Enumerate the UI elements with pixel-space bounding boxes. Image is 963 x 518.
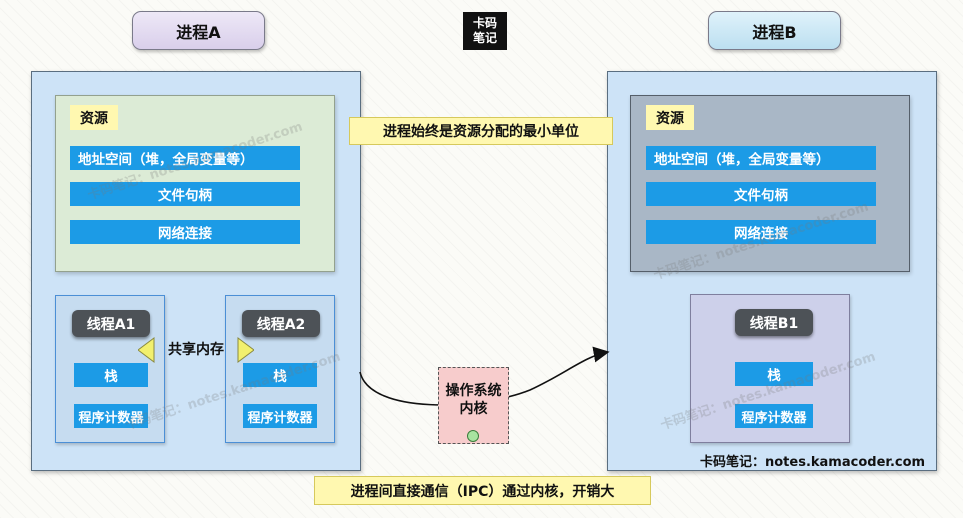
thread-a2-program-counter: 程序计数器 <box>243 404 317 428</box>
logo-line-2: 笔记 <box>472 31 497 45</box>
center-note: 进程始终是资源分配的最小单位 <box>349 117 613 145</box>
kernel-circle-icon <box>467 430 479 442</box>
kamacoder-logo: 卡码 笔记 <box>463 12 507 50</box>
shared-memory-arrow <box>138 337 254 363</box>
process-a-title: 进程A <box>132 11 265 50</box>
process-b-title: 进程B <box>708 11 841 50</box>
process-a-address-space: 地址空间（堆，全局变量等） <box>70 146 300 170</box>
shared-memory-label: 共享内存 <box>168 342 224 358</box>
thread-a2-title: 线程A2 <box>242 310 320 337</box>
process-b-file-handles: 文件句柄 <box>646 182 876 206</box>
bottom-note: 进程间直接通信（IPC）通过内核，开销大 <box>314 476 651 505</box>
logo-line-1: 卡码 <box>472 16 497 30</box>
thread-a1-title: 线程A1 <box>72 310 150 337</box>
os-kernel-label-line-1: 操作系统 <box>445 383 502 399</box>
process-a-resources-label: 资源 <box>70 105 118 130</box>
process-a-file-handles: 文件句柄 <box>70 182 300 206</box>
process-b-network-connections: 网络连接 <box>646 220 876 244</box>
process-a-network-connections: 网络连接 <box>70 220 300 244</box>
thread-a2-stack: 栈 <box>243 363 317 387</box>
thread-b1-stack: 栈 <box>735 362 813 386</box>
process-b-resources-label: 资源 <box>646 105 694 130</box>
process-b-footer: 卡码笔记：notes.kamacoder.com <box>700 455 926 470</box>
thread-b1-title: 线程B1 <box>735 309 813 336</box>
ipc-arrow <box>359 346 610 406</box>
thread-a1-stack: 栈 <box>74 363 148 387</box>
os-kernel-label-line-2: 内核 <box>459 401 488 417</box>
thread-b1-program-counter: 程序计数器 <box>735 404 813 428</box>
thread-a1-program-counter: 程序计数器 <box>74 404 148 428</box>
process-b-address-space: 地址空间（堆，全局变量等） <box>646 146 876 170</box>
